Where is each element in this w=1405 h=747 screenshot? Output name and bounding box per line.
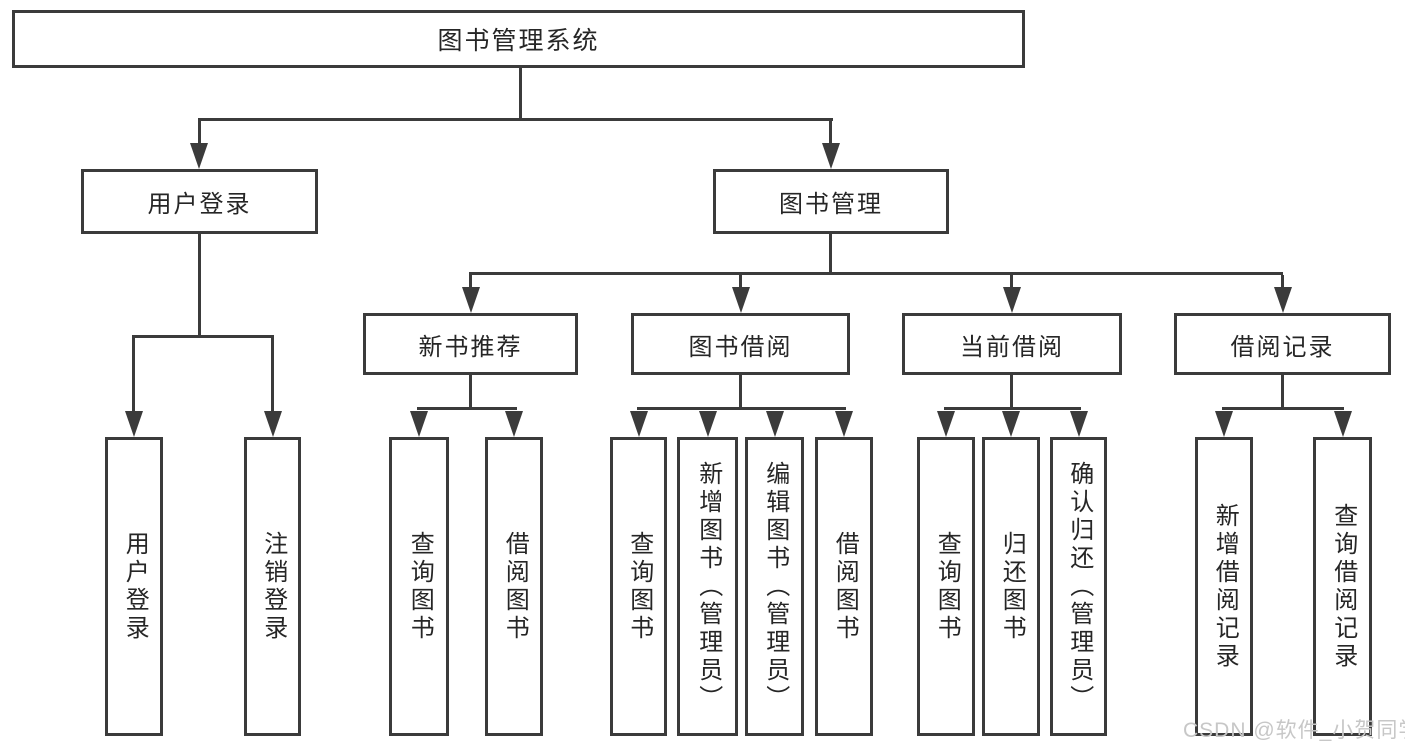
node-label: 新增图书（管理员） xyxy=(694,460,722,713)
node-label: 查询图书 xyxy=(625,530,653,643)
node-label: 确认归还（管理员） xyxy=(1065,460,1093,713)
node-label: 图书管理系统 xyxy=(437,27,600,55)
arrow-down-icon xyxy=(630,411,648,437)
leaf-add-book-admin: 新增图书（管理员） xyxy=(677,437,738,736)
connector-line xyxy=(132,335,274,338)
arrow-down-icon xyxy=(1070,411,1088,437)
node-label: 图书管理 xyxy=(779,191,883,218)
connector-line xyxy=(198,118,833,121)
node-label: 归还图书 xyxy=(998,530,1026,643)
node-book-mgmt: 图书管理 xyxy=(713,169,949,234)
leaf-borrow-books-newbooks: 借阅图书 xyxy=(485,437,543,736)
arrow-down-icon xyxy=(822,143,840,169)
leaf-add-borrow-record: 新增借阅记录 xyxy=(1195,437,1253,736)
connector-line xyxy=(829,234,832,275)
node-label: 借阅图书 xyxy=(501,530,529,643)
connector-line xyxy=(1010,375,1013,410)
leaf-return-books: 归还图书 xyxy=(982,437,1040,736)
connector-line xyxy=(944,407,1081,410)
arrow-down-icon xyxy=(410,411,428,437)
leaf-query-borrow-record: 查询借阅记录 xyxy=(1313,437,1372,736)
node-label: 图书借阅 xyxy=(688,333,793,361)
node-label: 查询借阅记录 xyxy=(1329,502,1357,671)
csdn-watermark: CSDN @软件_小贺同学 xyxy=(1183,719,1405,742)
node-label: 查询图书 xyxy=(933,530,961,643)
node-borrow-records: 借阅记录 xyxy=(1174,313,1391,375)
node-book-borrow: 图书借阅 xyxy=(631,313,850,375)
arrow-down-icon xyxy=(1274,287,1292,313)
arrow-down-icon xyxy=(766,411,784,437)
connector-line xyxy=(132,338,135,413)
arrow-down-icon xyxy=(1334,411,1352,437)
arrow-down-icon xyxy=(699,411,717,437)
node-label: 新增借阅记录 xyxy=(1211,502,1239,671)
connector-line xyxy=(1222,407,1344,410)
connector-line xyxy=(739,375,742,410)
leaf-logout: 注销登录 xyxy=(244,437,301,736)
arrow-down-icon xyxy=(732,287,750,313)
connector-line xyxy=(198,234,201,338)
connector-line xyxy=(198,118,201,147)
node-user-login: 用户登录 xyxy=(81,169,318,234)
node-label: 当前借阅 xyxy=(960,333,1064,361)
node-root: 图书管理系统 xyxy=(12,10,1025,68)
node-label: 注销登录 xyxy=(259,530,287,643)
connector-line xyxy=(469,375,472,410)
node-label: 用户登录 xyxy=(121,530,149,643)
connector-line xyxy=(271,338,274,413)
leaf-confirm-return-admin: 确认归还（管理员） xyxy=(1050,437,1107,736)
leaf-query-books-newbooks: 查询图书 xyxy=(389,437,449,736)
leaf-query-books-borrow: 查询图书 xyxy=(610,437,667,736)
leaf-edit-book-admin: 编辑图书（管理员） xyxy=(745,437,804,736)
leaf-borrow-books-borrow: 借阅图书 xyxy=(815,437,873,736)
leaf-user-login: 用户登录 xyxy=(105,437,163,736)
connector-line xyxy=(1010,275,1013,290)
connector-line xyxy=(1281,375,1284,410)
arrow-down-icon xyxy=(125,411,143,437)
connector-line xyxy=(519,68,522,121)
node-current-borrow: 当前借阅 xyxy=(902,313,1122,375)
arrow-down-icon xyxy=(190,143,208,169)
connector-line xyxy=(1281,275,1284,290)
node-label: 借阅图书 xyxy=(831,530,859,643)
node-label: 用户登录 xyxy=(147,191,252,218)
arrow-down-icon xyxy=(1215,411,1233,437)
node-label: 编辑图书（管理员） xyxy=(761,460,789,713)
arrow-down-icon xyxy=(264,411,282,437)
arrow-down-icon xyxy=(505,411,523,437)
arrow-down-icon xyxy=(462,287,480,313)
leaf-query-books-current: 查询图书 xyxy=(917,437,975,736)
arrow-down-icon xyxy=(937,411,955,437)
connector-line xyxy=(417,407,517,410)
node-label: 借阅记录 xyxy=(1230,333,1335,361)
node-label: 查询图书 xyxy=(406,530,434,643)
node-new-books: 新书推荐 xyxy=(363,313,578,375)
connector-line xyxy=(469,272,1283,275)
arrow-down-icon xyxy=(1003,287,1021,313)
connector-line xyxy=(637,407,846,410)
connector-line xyxy=(829,118,832,147)
arrow-down-icon xyxy=(835,411,853,437)
node-label: 新书推荐 xyxy=(418,333,523,361)
connector-line xyxy=(469,275,472,290)
connector-line xyxy=(739,275,742,290)
arrow-down-icon xyxy=(1002,411,1020,437)
